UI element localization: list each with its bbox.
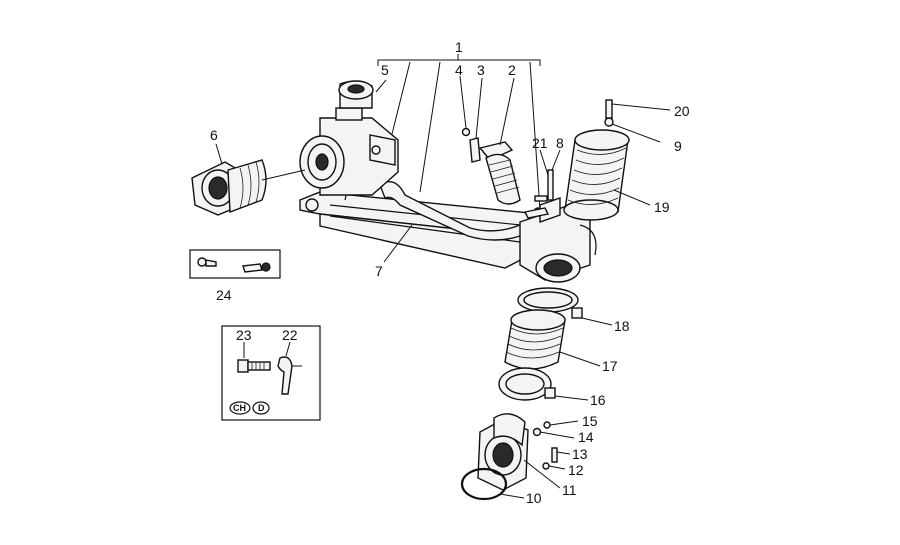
callout-18: 18 xyxy=(614,318,630,334)
inset-24 xyxy=(189,249,281,279)
leader-5 xyxy=(375,79,387,93)
callout-14: 14 xyxy=(578,429,594,445)
callout-19: 19 xyxy=(654,199,670,215)
right-throttle-body xyxy=(519,197,597,283)
clamp-18 xyxy=(517,287,613,326)
lower-flange xyxy=(477,413,579,491)
callout-22: 22 xyxy=(282,327,298,343)
callout-9: 9 xyxy=(674,138,682,154)
callout-5: 5 xyxy=(381,62,389,78)
callout-17: 17 xyxy=(602,358,618,374)
callout-12: 12 xyxy=(568,462,584,478)
o-ring-10 xyxy=(460,467,525,501)
callout-15: 15 xyxy=(582,413,598,429)
callout-labels: 1 2 3 4 5 6 7 8 9 10 11 12 13 14 15 16 1… xyxy=(210,39,690,506)
leader-6 xyxy=(215,143,223,165)
inset-22-23 xyxy=(221,325,321,421)
bracket-1 xyxy=(377,54,541,211)
left-throttle-body xyxy=(299,80,399,212)
callout-21: 21 xyxy=(532,135,548,151)
callout-1: 1 xyxy=(455,39,463,55)
callout-2: 2 xyxy=(508,62,516,78)
intake-boot-left xyxy=(191,159,306,216)
callout-7: 7 xyxy=(375,263,383,279)
callout-3: 3 xyxy=(477,62,485,78)
callout-20: 20 xyxy=(674,103,690,119)
badge-d: D xyxy=(258,403,265,413)
callout-10: 10 xyxy=(526,490,542,506)
callout-8: 8 xyxy=(556,135,564,151)
lower-bellows xyxy=(504,309,601,370)
leader-7 xyxy=(383,224,413,263)
callout-24: 24 xyxy=(216,287,232,303)
callout-16: 16 xyxy=(590,392,606,408)
callout-11: 11 xyxy=(562,482,577,498)
clamp-16 xyxy=(498,367,589,401)
badge-ch: CH xyxy=(233,403,246,413)
right-bellows xyxy=(563,99,671,221)
spring-damper xyxy=(459,75,521,205)
callout-23: 23 xyxy=(236,327,252,343)
callout-6: 6 xyxy=(210,127,218,143)
bolts-21-8 xyxy=(534,149,561,202)
callout-13: 13 xyxy=(572,446,588,462)
callout-4: 4 xyxy=(455,62,463,78)
